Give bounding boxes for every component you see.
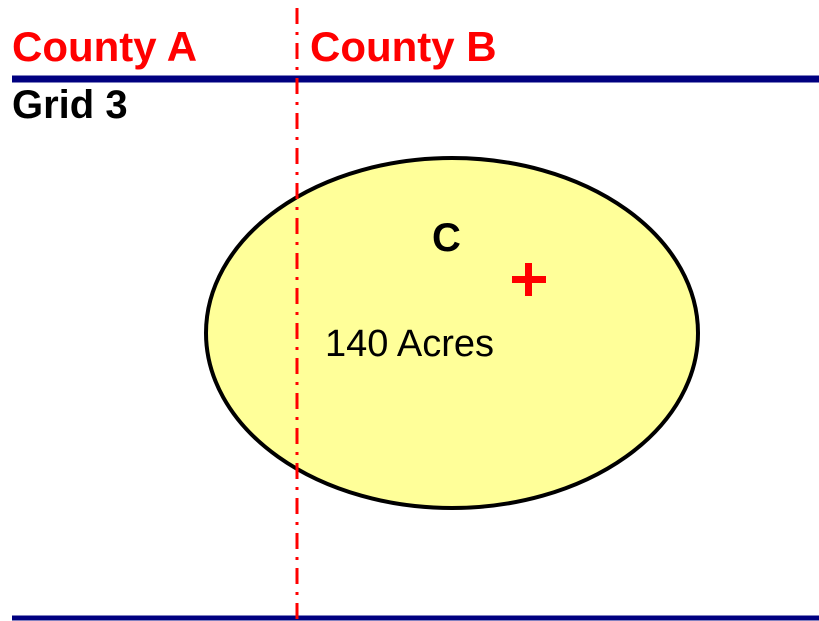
centroid-plus-icon	[512, 263, 546, 296]
parcel-area-label: 140 Acres	[325, 323, 494, 365]
county-b-label: County B	[310, 23, 497, 70]
parcel-letter: C	[432, 216, 461, 260]
parcel-ellipse	[204, 156, 700, 510]
county-a-label: County A	[12, 23, 198, 70]
grid-label: Grid 3	[12, 83, 128, 127]
